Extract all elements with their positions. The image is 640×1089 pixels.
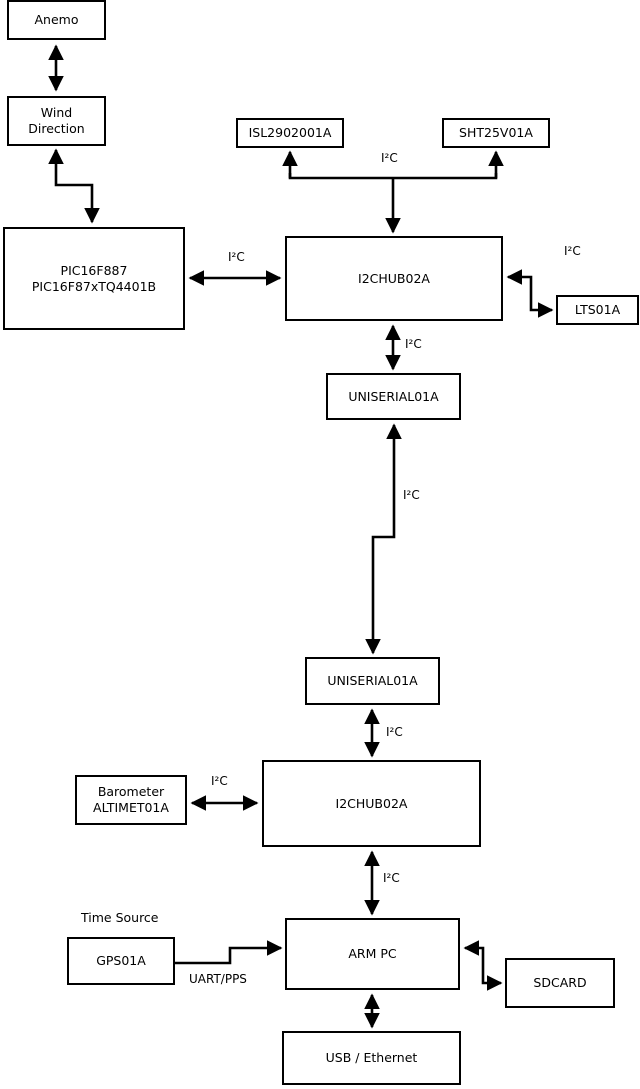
connector-hub-isl xyxy=(288,173,393,180)
connector-hub-lts xyxy=(506,269,554,318)
edge-label-i2c-pic-hub: I²C xyxy=(228,250,245,264)
edge-label-i2c-barometer-hub2: I²C xyxy=(211,774,228,788)
node-gps01a[interactable]: GPS01A xyxy=(67,937,175,985)
edge-label-i2c-hub-uniserial: I²C xyxy=(405,337,422,351)
node-lts01a[interactable]: LTS01A xyxy=(556,295,639,325)
node-pic-microcontroller[interactable]: PIC16F887 PIC16F87xTQ4401B xyxy=(3,227,185,330)
node-wind-direction[interactable]: Wind Direction xyxy=(7,96,106,146)
edge-label-i2c-hub2-armpc: I²C xyxy=(383,871,400,885)
node-i2chub02a-bottom[interactable]: I2CHUB02A xyxy=(262,760,481,847)
edge-label-i2c-uniserial-hub2: I²C xyxy=(386,725,403,739)
node-isl2902001a[interactable]: ISL2902001A xyxy=(236,118,344,148)
edge-label-i2c-hub-lts: I²C xyxy=(564,244,581,258)
connector-hub-sht xyxy=(393,173,498,180)
node-sdcard[interactable]: SDCARD xyxy=(505,958,615,1008)
connector-armpc-sdcard xyxy=(463,940,503,991)
edge-label-uart-pps: UART/PPS xyxy=(189,972,247,986)
node-arm-pc[interactable]: ARM PC xyxy=(285,918,460,990)
node-uniserial01a-top[interactable]: UNISERIAL01A xyxy=(326,373,461,420)
edge-label-i2c-uniserial-uniserial: I²C xyxy=(403,488,420,502)
label-time-source: Time Source xyxy=(81,910,159,925)
connector-uniserial-uniserial xyxy=(365,423,402,655)
node-sht25v01a[interactable]: SHT25V01A xyxy=(442,118,550,148)
node-uniserial01a-bottom[interactable]: UNISERIAL01A xyxy=(305,657,440,705)
node-barometer-altimet01a[interactable]: Barometer ALTIMET01A xyxy=(75,775,187,825)
node-usb-ethernet[interactable]: USB / Ethernet xyxy=(282,1031,461,1085)
connector-gps-armpc xyxy=(175,940,283,965)
edge-label-i2c-top-bus: I²C xyxy=(381,151,398,165)
connector-winddirection-pic xyxy=(48,148,100,224)
node-anemo[interactable]: Anemo xyxy=(7,0,106,40)
node-i2chub02a-top[interactable]: I2CHUB02A xyxy=(285,236,503,321)
